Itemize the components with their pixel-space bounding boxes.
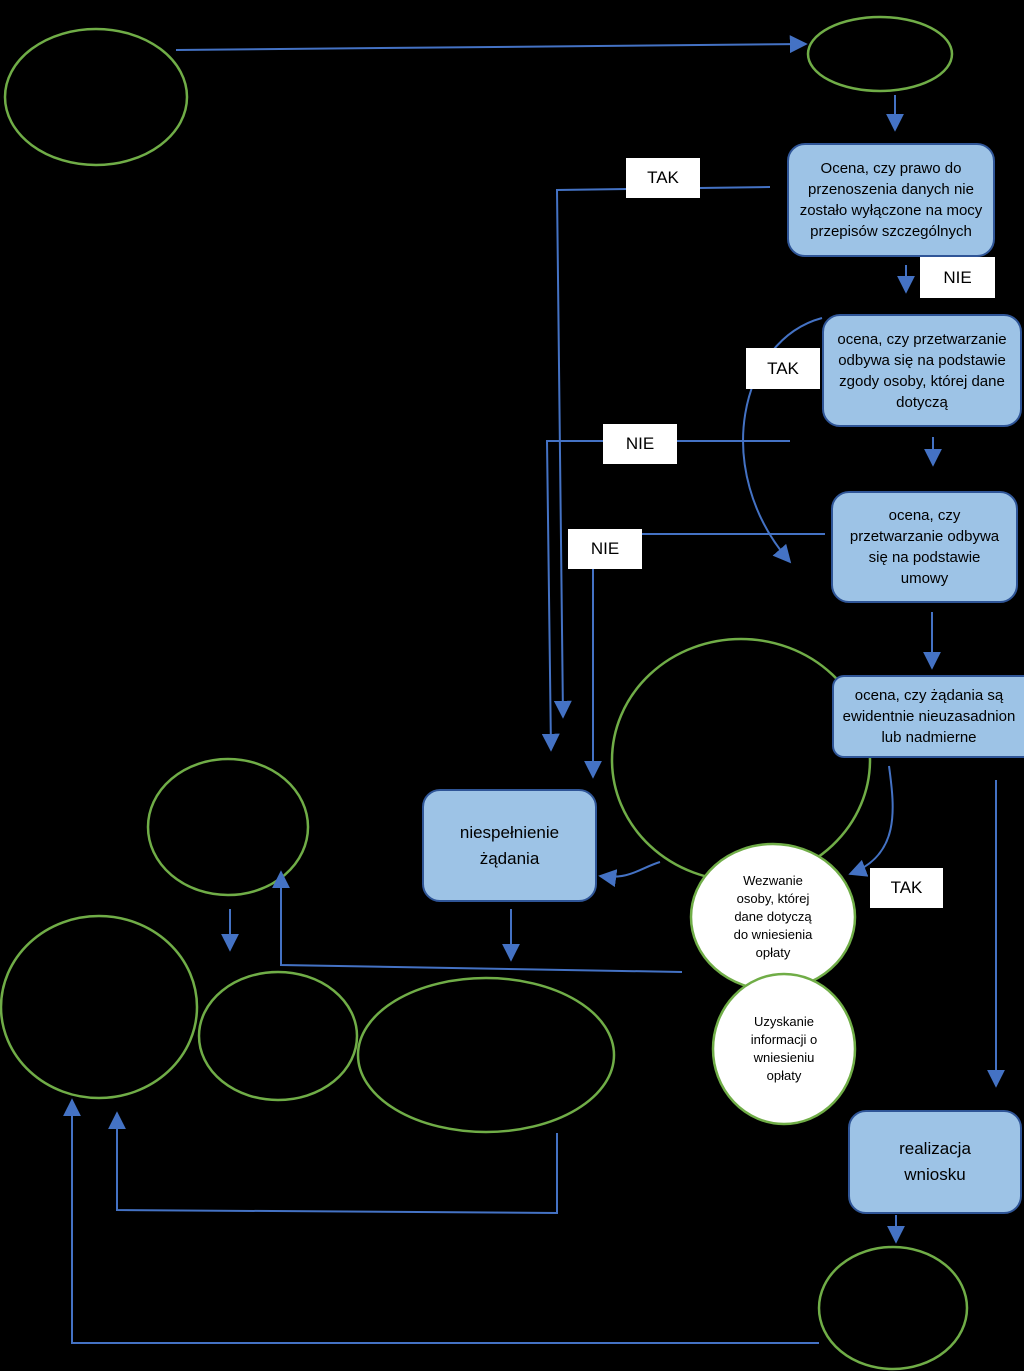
curve-to-rejection bbox=[598, 861, 661, 888]
end-ellipse bbox=[817, 1245, 969, 1371]
fee-confirmation-circle bbox=[711, 972, 857, 1126]
unfounded-check-box: ocena, czy żądania są ewidentnie nieuzas… bbox=[832, 675, 1024, 758]
ellipse-center-wide bbox=[356, 976, 616, 1134]
rejection-box: niespełnienie żądania bbox=[422, 789, 597, 902]
label-tak-unfounded: TAK bbox=[870, 868, 943, 908]
label-nie-contract: NIE bbox=[568, 529, 642, 569]
fee-confirmation-text: Uzyskanie informacji o wniesieniu opłaty bbox=[750, 1014, 818, 1083]
ellipse-center-small bbox=[197, 970, 359, 1102]
label-nie-exclusion: NIE bbox=[920, 257, 995, 298]
fee-request-text: Wezwanie osoby, której dane dotyczą do w… bbox=[733, 873, 813, 960]
label-tak-consent: TAK bbox=[746, 348, 820, 389]
consent-check-box: ocena, czy przetwarzanie odbywa się na p… bbox=[822, 314, 1022, 427]
exclusion-check-box: Ocena, czy prawo do przenoszenia danych … bbox=[787, 143, 995, 257]
curve-consent-yes bbox=[742, 317, 823, 564]
ellipse-left-top bbox=[146, 757, 310, 897]
contract-check-box: ocena, czy przetwarzanie odbywa się na p… bbox=[831, 491, 1018, 603]
label-tak-exclusion: TAK bbox=[626, 158, 700, 198]
start-ellipse-right bbox=[806, 15, 954, 93]
ellipse-left-bottom bbox=[0, 914, 199, 1100]
start-ellipse-left bbox=[3, 27, 189, 167]
large-ellipse-middle bbox=[610, 637, 872, 883]
label-nie-consent: NIE bbox=[603, 424, 677, 464]
curve-unfounded-yes bbox=[848, 765, 894, 877]
fulfilment-box: realizacja wniosku bbox=[848, 1110, 1022, 1214]
arrow-start-to-right bbox=[175, 35, 808, 54]
line-end-return bbox=[63, 1098, 819, 1344]
line-fee-to-left-top bbox=[272, 870, 683, 973]
line-contract-no bbox=[584, 533, 825, 779]
line-consent-no bbox=[541, 440, 790, 752]
line-center-return bbox=[108, 1111, 558, 1215]
